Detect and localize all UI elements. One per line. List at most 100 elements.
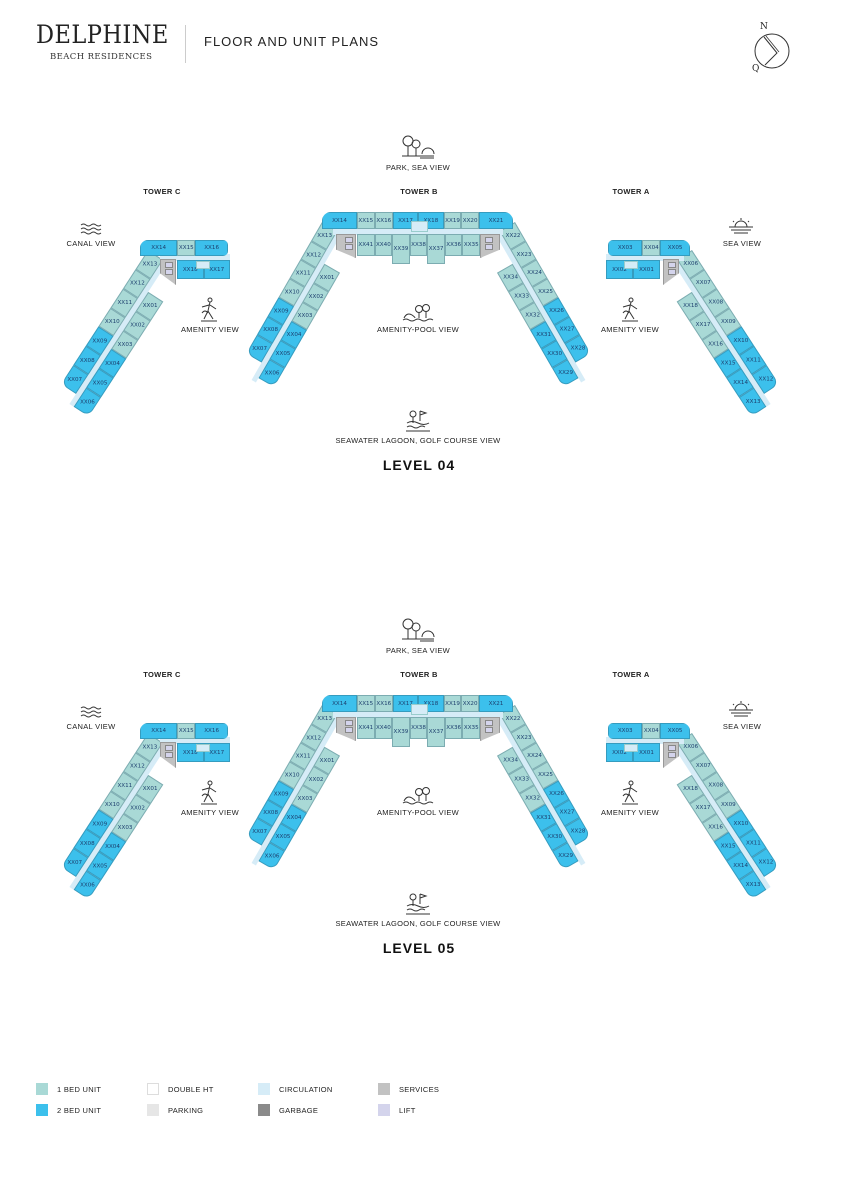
unit-label: XX05 — [667, 728, 683, 734]
unit-xx39: XX39 — [392, 717, 410, 747]
view-label-amenity-left: AMENITY VIEW — [180, 808, 240, 817]
level-title: LEVEL 05 — [382, 940, 456, 956]
unit-label: XX20 — [462, 700, 478, 707]
unit-xx04: XX04 — [642, 723, 661, 739]
circulation-corridor — [160, 737, 230, 744]
lift — [668, 269, 676, 275]
level-title: LEVEL 04 — [382, 457, 456, 473]
unit-label: XX25 — [537, 772, 553, 779]
unit-label: XX22 — [505, 715, 521, 722]
legend-label: PARKING — [168, 1105, 204, 1115]
amenity-icon — [198, 297, 220, 328]
unit-label: XX29 — [557, 370, 573, 377]
unit-label: XX13 — [745, 399, 760, 406]
lift — [345, 237, 353, 243]
unit-label: XX09 — [720, 801, 736, 808]
unit-label: XX13 — [316, 232, 332, 239]
unit-xx03: XX03 — [608, 723, 643, 739]
circulation-corridor — [69, 742, 168, 890]
unit-label: XX18 — [423, 700, 439, 707]
legend-swatch — [258, 1083, 270, 1095]
legend-swatch — [36, 1104, 48, 1116]
unit-label: XX08 — [708, 782, 723, 789]
park-icon — [400, 617, 436, 648]
unit-label: XX16 — [707, 341, 723, 348]
unit-xx15: XX15 — [356, 212, 375, 229]
unit-label: XX18 — [182, 266, 198, 273]
lift — [345, 244, 353, 250]
unit-label: XX15 — [720, 843, 736, 850]
unit-label: XX15 — [358, 217, 374, 224]
unit-label: XX19 — [445, 700, 460, 707]
legend-label: 2 BED UNIT — [57, 1105, 102, 1115]
unit-xx16: XX16 — [195, 723, 228, 739]
unit-label: XX03 — [297, 312, 313, 319]
legend-item: 1 BED UNIT — [36, 1083, 101, 1095]
unit-xx37: XX37 — [427, 234, 445, 264]
legend-label: 1 BED UNIT — [57, 1084, 102, 1094]
view-label-top: PARK, SEA VIEW — [385, 163, 451, 172]
legend-item: PARKING — [147, 1104, 203, 1116]
legend-label: LIFT — [399, 1105, 416, 1115]
waves-icon — [80, 705, 102, 723]
amenity-icon — [619, 780, 641, 811]
unit-label: XX30 — [546, 351, 562, 358]
unit-label: XX40 — [375, 242, 391, 248]
unit-xx15: XX15 — [356, 695, 375, 712]
unit-xx19: XX19 — [443, 212, 462, 229]
unit-label: XX21 — [488, 700, 504, 707]
unit-label: XX15 — [358, 700, 374, 707]
unit-xx40: XX40 — [374, 234, 393, 256]
legend-item: GARBAGE — [258, 1104, 318, 1116]
unit-label: XX23 — [516, 734, 531, 741]
unit-label: XX16 — [376, 700, 392, 707]
unit-label: XX01 — [639, 749, 654, 756]
unit-xx03: XX03 — [608, 240, 643, 256]
view-label-center: AMENITY-POOL VIEW — [376, 808, 460, 817]
circulation-corridor — [495, 714, 586, 866]
view-label-top: PARK, SEA VIEW — [385, 646, 451, 655]
unit-label: XX11 — [117, 299, 132, 306]
unit-label: XX01 — [319, 274, 335, 281]
unit-label: XX02 — [612, 749, 627, 756]
unit-label: XX05 — [275, 351, 291, 358]
unit-label: XX01 — [142, 303, 157, 310]
page-title: FLOOR AND UNIT PLANS — [204, 34, 380, 49]
unit-label: XX03 — [117, 824, 133, 831]
unit-label: XX31 — [535, 331, 551, 338]
amenity-icon — [198, 780, 220, 811]
logo-subtitle: BEACH RESIDENCES — [50, 52, 153, 62]
compass-south-label: Q — [752, 64, 760, 74]
lift — [345, 720, 353, 726]
unit-xx14: XX14 — [140, 240, 178, 256]
unit-label: XX35 — [463, 242, 479, 248]
unit-label: XX35 — [463, 725, 479, 731]
unit-label: XX27 — [559, 809, 575, 816]
circulation-box — [411, 221, 428, 232]
unit-xx14: XX14 — [322, 212, 357, 229]
legend-label: DOUBLE HT — [168, 1084, 214, 1094]
tower-a-label: TOWER A — [612, 670, 650, 679]
unit-label: XX05 — [92, 379, 108, 386]
circulation-corridor — [606, 254, 684, 261]
unit-label: XX11 — [745, 840, 761, 847]
unit-label: XX17 — [209, 266, 225, 273]
unit-label: XX09 — [273, 791, 289, 798]
lagoon-icon — [405, 892, 431, 921]
view-label-right: SEA VIEW — [722, 239, 762, 248]
circulation-box — [624, 744, 638, 752]
unit-label: XX26 — [548, 308, 564, 315]
lift — [165, 269, 173, 275]
unit-label: XX28 — [570, 828, 586, 835]
unit-label: XX23 — [516, 251, 531, 258]
unit-label: XX11 — [295, 753, 311, 760]
unit-label: XX16 — [204, 245, 220, 251]
unit-label: XX11 — [117, 782, 132, 789]
unit-label: XX08 — [262, 326, 278, 333]
unit-label: XX41 — [358, 725, 374, 731]
